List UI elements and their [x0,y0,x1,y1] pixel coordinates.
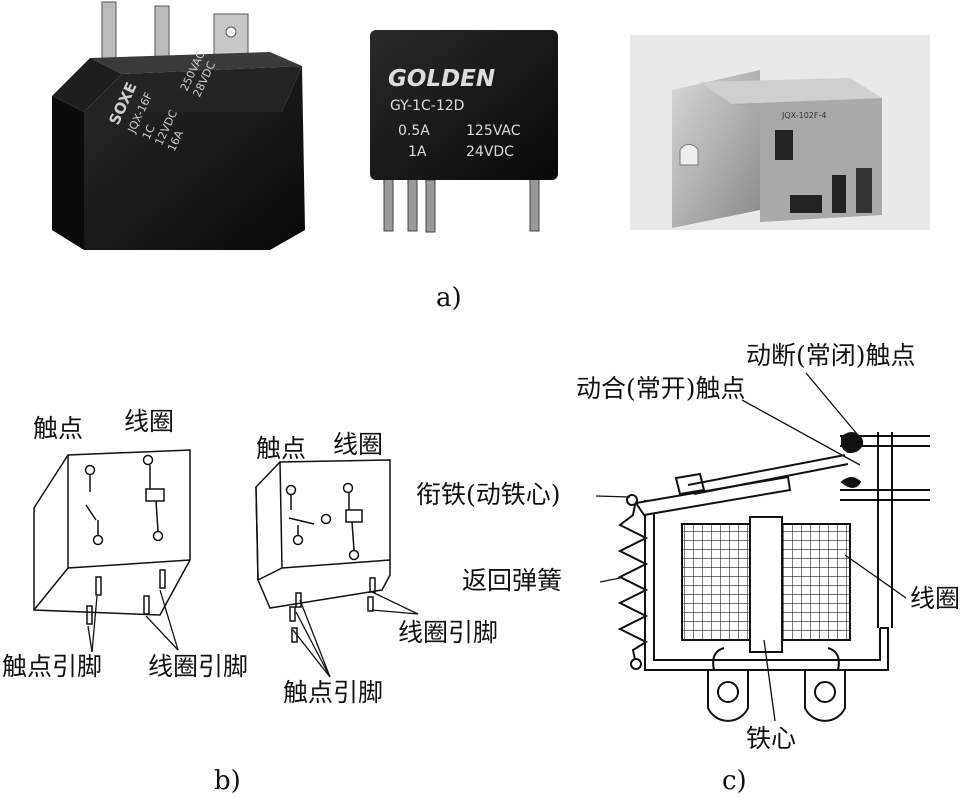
relay-sketch-left [33,449,191,625]
no-contact-label: 动合(常开)触点 [576,374,746,403]
coil-label: 线圈 [910,584,961,613]
caption-a: a) [436,283,462,313]
relay1-line1: 1C [140,123,158,142]
sketch-right-contact-pins-label: 触点引脚 [283,678,384,707]
sketch-right-coil-pins-label: 线圈引脚 [398,618,499,647]
sketch-left-leaders [87,589,179,653]
nc-contact-label: 动断(常闭)触点 [746,341,916,370]
armature-label: 衔铁(动铁心) [416,480,561,509]
caption-c: c) [722,766,747,796]
relay-photo-2: GOLDEN GY-1C-12D 0.5A 125VAC 1A 24VDC [370,30,558,233]
relay2-rating2-v: 24VDC [466,144,514,160]
sketch-left-coil-pins-label: 线圈引脚 [148,652,249,681]
return-spring-label: 返回弹簧 [462,566,563,595]
sketch-right-coil-label: 线圈 [333,430,384,459]
cross-section-leaders [595,372,907,722]
sketch-left-coil-label: 线圈 [124,407,175,436]
sketch-left-contacts-label: 触点 [33,414,84,443]
caption-b: b) [214,766,241,796]
relay-cross-section [617,432,930,722]
relay3-model: JQX-102F-4 [781,111,826,120]
relay2-rating2-a: 1A [408,144,427,160]
relay2-rating1-a: 0.5A [398,123,430,139]
sketch-right-leaders [292,591,419,678]
sketch-left-contact-pins-label: 触点引脚 [2,652,103,681]
iron-core-label: 铁心 [746,724,797,753]
relay-photo-1: SOXE JQX-16F 1C 12VDC 16A 250VAC 28VDC [52,1,305,250]
relay2-rating1-v: 125VAC [466,123,521,139]
relay2-model: GY-1C-12D [390,98,464,114]
relay2-brand: GOLDEN [388,66,495,92]
relay-sketch-right [255,459,391,643]
sketch-right-contacts-label: 触点 [256,434,307,463]
relay-photo-3: JQX-102F-4 [630,35,930,230]
